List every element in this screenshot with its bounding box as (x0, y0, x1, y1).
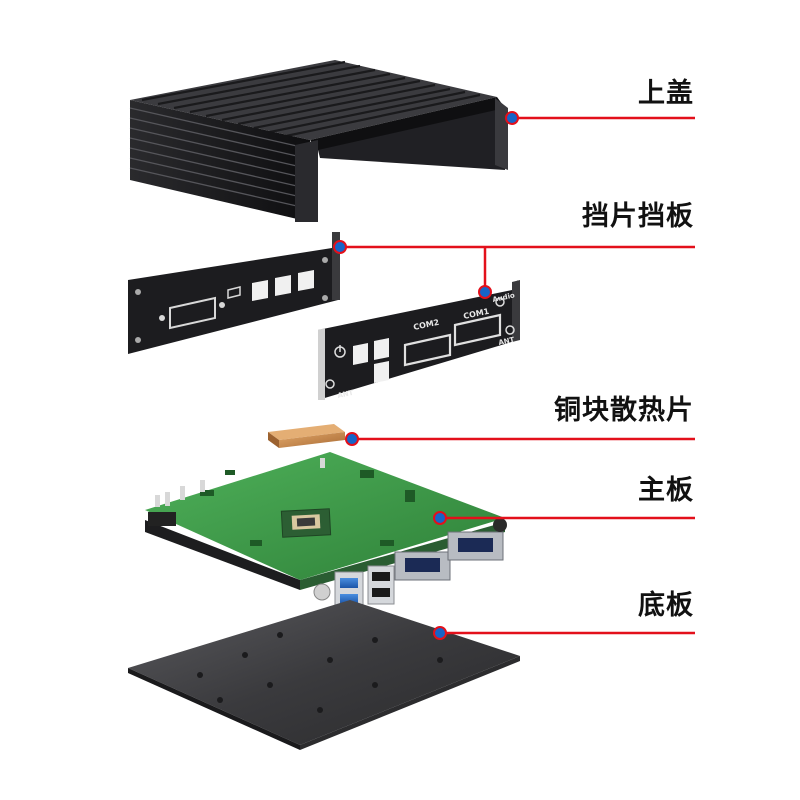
marker-motherboard (433, 511, 447, 525)
label-bottom-plate: 底板 (638, 590, 694, 621)
bottom-plate-part (128, 600, 520, 750)
label-io-bracket: 挡片挡板 (582, 201, 694, 232)
label-top-cover: 上盖 (638, 78, 694, 109)
marker-bottom-plate (433, 626, 447, 640)
copper-heatsink-part (268, 424, 345, 448)
motherboard-part (145, 452, 507, 613)
io-bracket-right: COM2 COM1 Audio ANT ANT (318, 280, 520, 400)
label-copper-heatsink: 铜块散热片 (554, 395, 694, 426)
marker-io-bracket-right (478, 285, 492, 299)
leader-lines (340, 116, 695, 635)
ant-left-label: ANT (337, 389, 355, 400)
marker-io-bracket (333, 240, 347, 254)
markers (333, 111, 519, 640)
io-bracket-left (128, 232, 340, 354)
label-motherboard: 主板 (638, 475, 694, 506)
top-cover-part (129, 60, 508, 222)
ant-right-label: ANT (498, 336, 516, 347)
marker-copper (345, 432, 359, 446)
marker-top-cover (505, 111, 519, 125)
